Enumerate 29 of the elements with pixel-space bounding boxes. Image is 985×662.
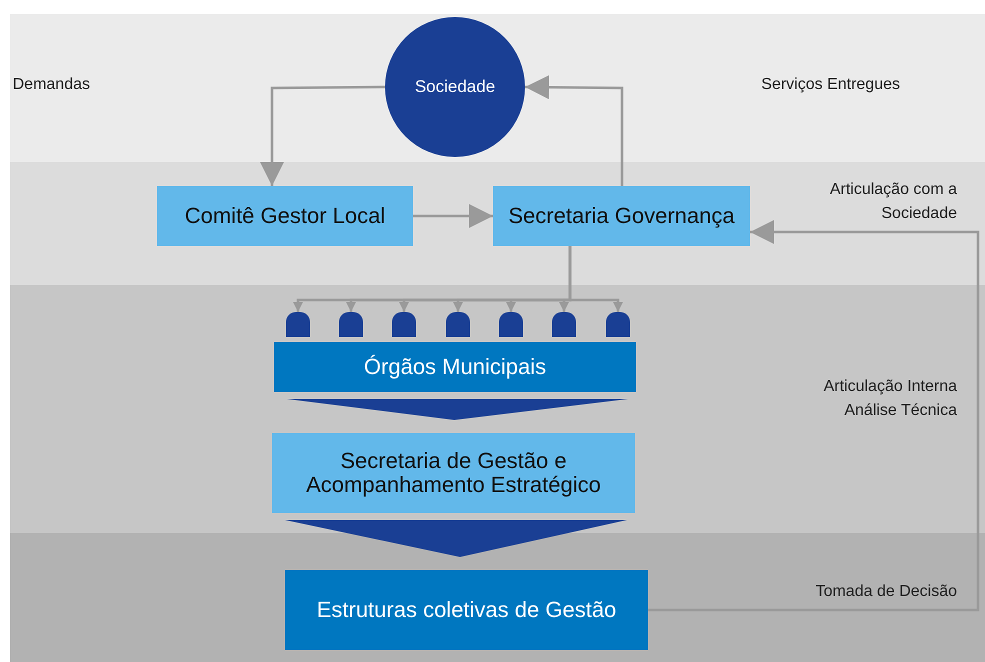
process-box bbox=[274, 342, 636, 392]
arrow bbox=[413, 204, 493, 228]
note-text: Demandas bbox=[12, 75, 90, 95]
dome-block bbox=[606, 312, 630, 337]
node-label: Comitê Gestor Local bbox=[184, 204, 386, 228]
note-text: Articulação com a Sociedade bbox=[828, 180, 957, 224]
dome-block bbox=[499, 312, 523, 337]
process-box bbox=[285, 570, 648, 650]
node-label: Secretaria Governança bbox=[508, 204, 735, 228]
node-label: Estruturas coletivas de Gestão bbox=[316, 598, 616, 622]
process-box bbox=[493, 186, 750, 246]
dome-block bbox=[392, 312, 416, 337]
node-label: Órgãos Municipais bbox=[364, 354, 546, 380]
dome-block bbox=[286, 312, 310, 337]
arrow bbox=[260, 86, 386, 186]
process-box bbox=[272, 433, 635, 513]
dome-block bbox=[552, 312, 576, 337]
dome-block bbox=[339, 312, 363, 337]
arrow bbox=[524, 75, 624, 186]
node-label: Sociedade bbox=[414, 78, 496, 96]
node-label: Secretaria de Gestão e Acompanhamento Estratégico bbox=[305, 448, 602, 498]
chevron-arrow bbox=[285, 520, 627, 557]
edge-label: Tomada de Decisão bbox=[816, 582, 957, 602]
arrow bbox=[648, 220, 980, 612]
chevron-arrow bbox=[287, 399, 628, 420]
note-text: Serviços Entregues bbox=[760, 75, 900, 95]
note-text: Articulação Interna Análise Técnica bbox=[822, 377, 957, 421]
process-box bbox=[157, 186, 413, 246]
dome-block bbox=[446, 312, 470, 337]
